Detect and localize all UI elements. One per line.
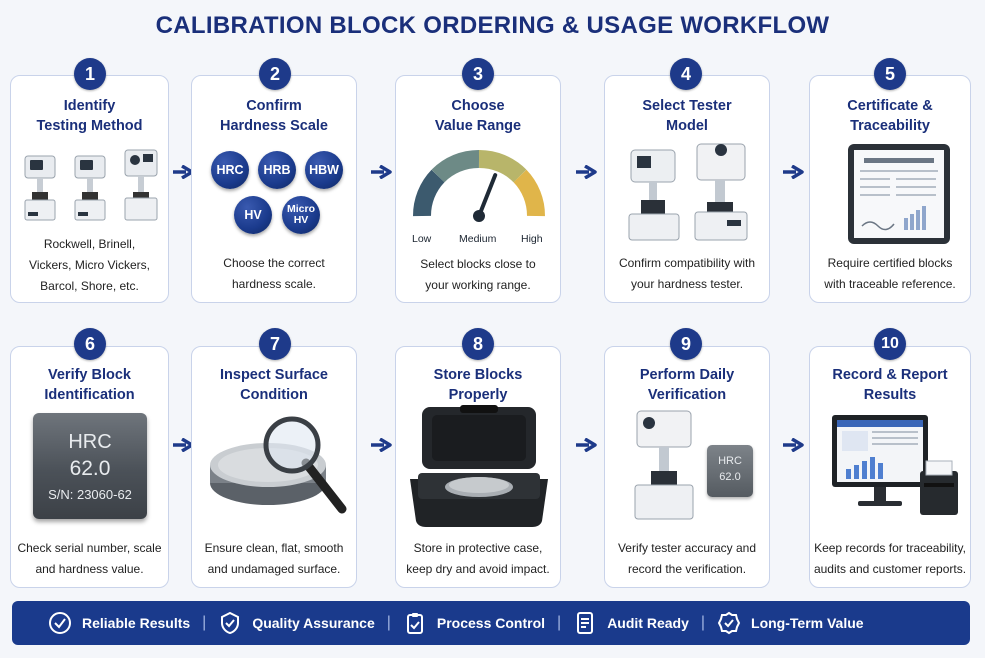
arrow-right-icon [783,438,804,452]
scale-chip-hrb: HRB [258,151,296,189]
benefit-reliable-results: Reliable Results [48,611,190,635]
step-number-badge-7: 7 [259,328,291,360]
badge-check-icon [221,611,240,635]
scale-chip-hv: HV [234,196,272,234]
rosette-check-icon [717,611,741,635]
shield-check-icon [49,612,71,634]
step-number-badge-10: 10 [874,328,906,360]
gauge-label-medium: Medium [459,233,497,245]
gauge-label-low: Low [412,233,432,245]
benefits-bar: Reliable Results | Quality Assurance | P… [12,601,970,645]
range-gauge [412,149,546,222]
certificate-illustration [848,144,950,244]
step-description: Rockwell, Brinell,Vickers, Micro Vickers… [29,237,150,293]
step-number-badge-3: 3 [462,58,494,90]
step-number-badge-5: 5 [874,58,906,90]
clipboard-check-icon [406,613,423,634]
hardness-testers-illustration [24,149,158,221]
block-serial-text: S/N: 23060-62 [48,487,132,502]
scale-chip-hbw: HBW [305,151,343,189]
step-description: Keep records for traceability,audits and… [813,541,967,576]
verification-block: HRC 62.0 [707,445,753,497]
calibration-block: HRC 62.0 S/N: 23060-62 [33,413,147,519]
block-scale-text: HRC [68,431,112,453]
protective-case-illustration [410,405,548,527]
scale-chip-micro-hv: Micro HV [282,196,320,234]
computer-printer-illustration [832,415,958,515]
arrow-right-icon [576,165,597,179]
gauge-needle [477,173,498,218]
step-number-badge-1: 1 [74,58,106,90]
step-number-badge-6: 6 [74,328,106,360]
scale-chip-hrc: HRC [211,151,249,189]
benefit-process-control: Process Control [403,611,545,635]
document-list-icon [577,612,594,634]
block-scale-text: HRC [718,455,742,467]
step-number-badge-4: 4 [670,58,702,90]
gauge-label-high: High [521,233,543,245]
tester-models-illustration [628,143,748,241]
benefit-quality-assurance: Quality Assurance [218,611,375,635]
arrow-right-icon [371,438,392,452]
surface-inspection-illustration [210,416,347,514]
block-value-text: 62.0 [719,471,741,483]
tester-verification-illustration [634,410,694,520]
block-value-text: 62.0 [69,457,111,480]
step-title: Certificate &Traceability [847,98,933,134]
arrow-right-icon [783,165,804,179]
step-card-5: Certificate &Traceability Require certif… [809,75,971,303]
step-number-badge-8: 8 [462,328,494,360]
step-number-badge-2: 2 [259,58,291,90]
step-number-badge-9: 9 [670,328,702,360]
benefit-audit-ready: Audit Ready [573,611,689,635]
benefit-long-term-value: Long-Term Value [717,611,864,635]
page-title: CALIBRATION BLOCK ORDERING & USAGE WORKF… [155,12,830,39]
arrow-right-icon [576,438,597,452]
arrow-right-icon [371,165,392,179]
step-description: Store in protective case,keep dry and av… [406,541,550,576]
